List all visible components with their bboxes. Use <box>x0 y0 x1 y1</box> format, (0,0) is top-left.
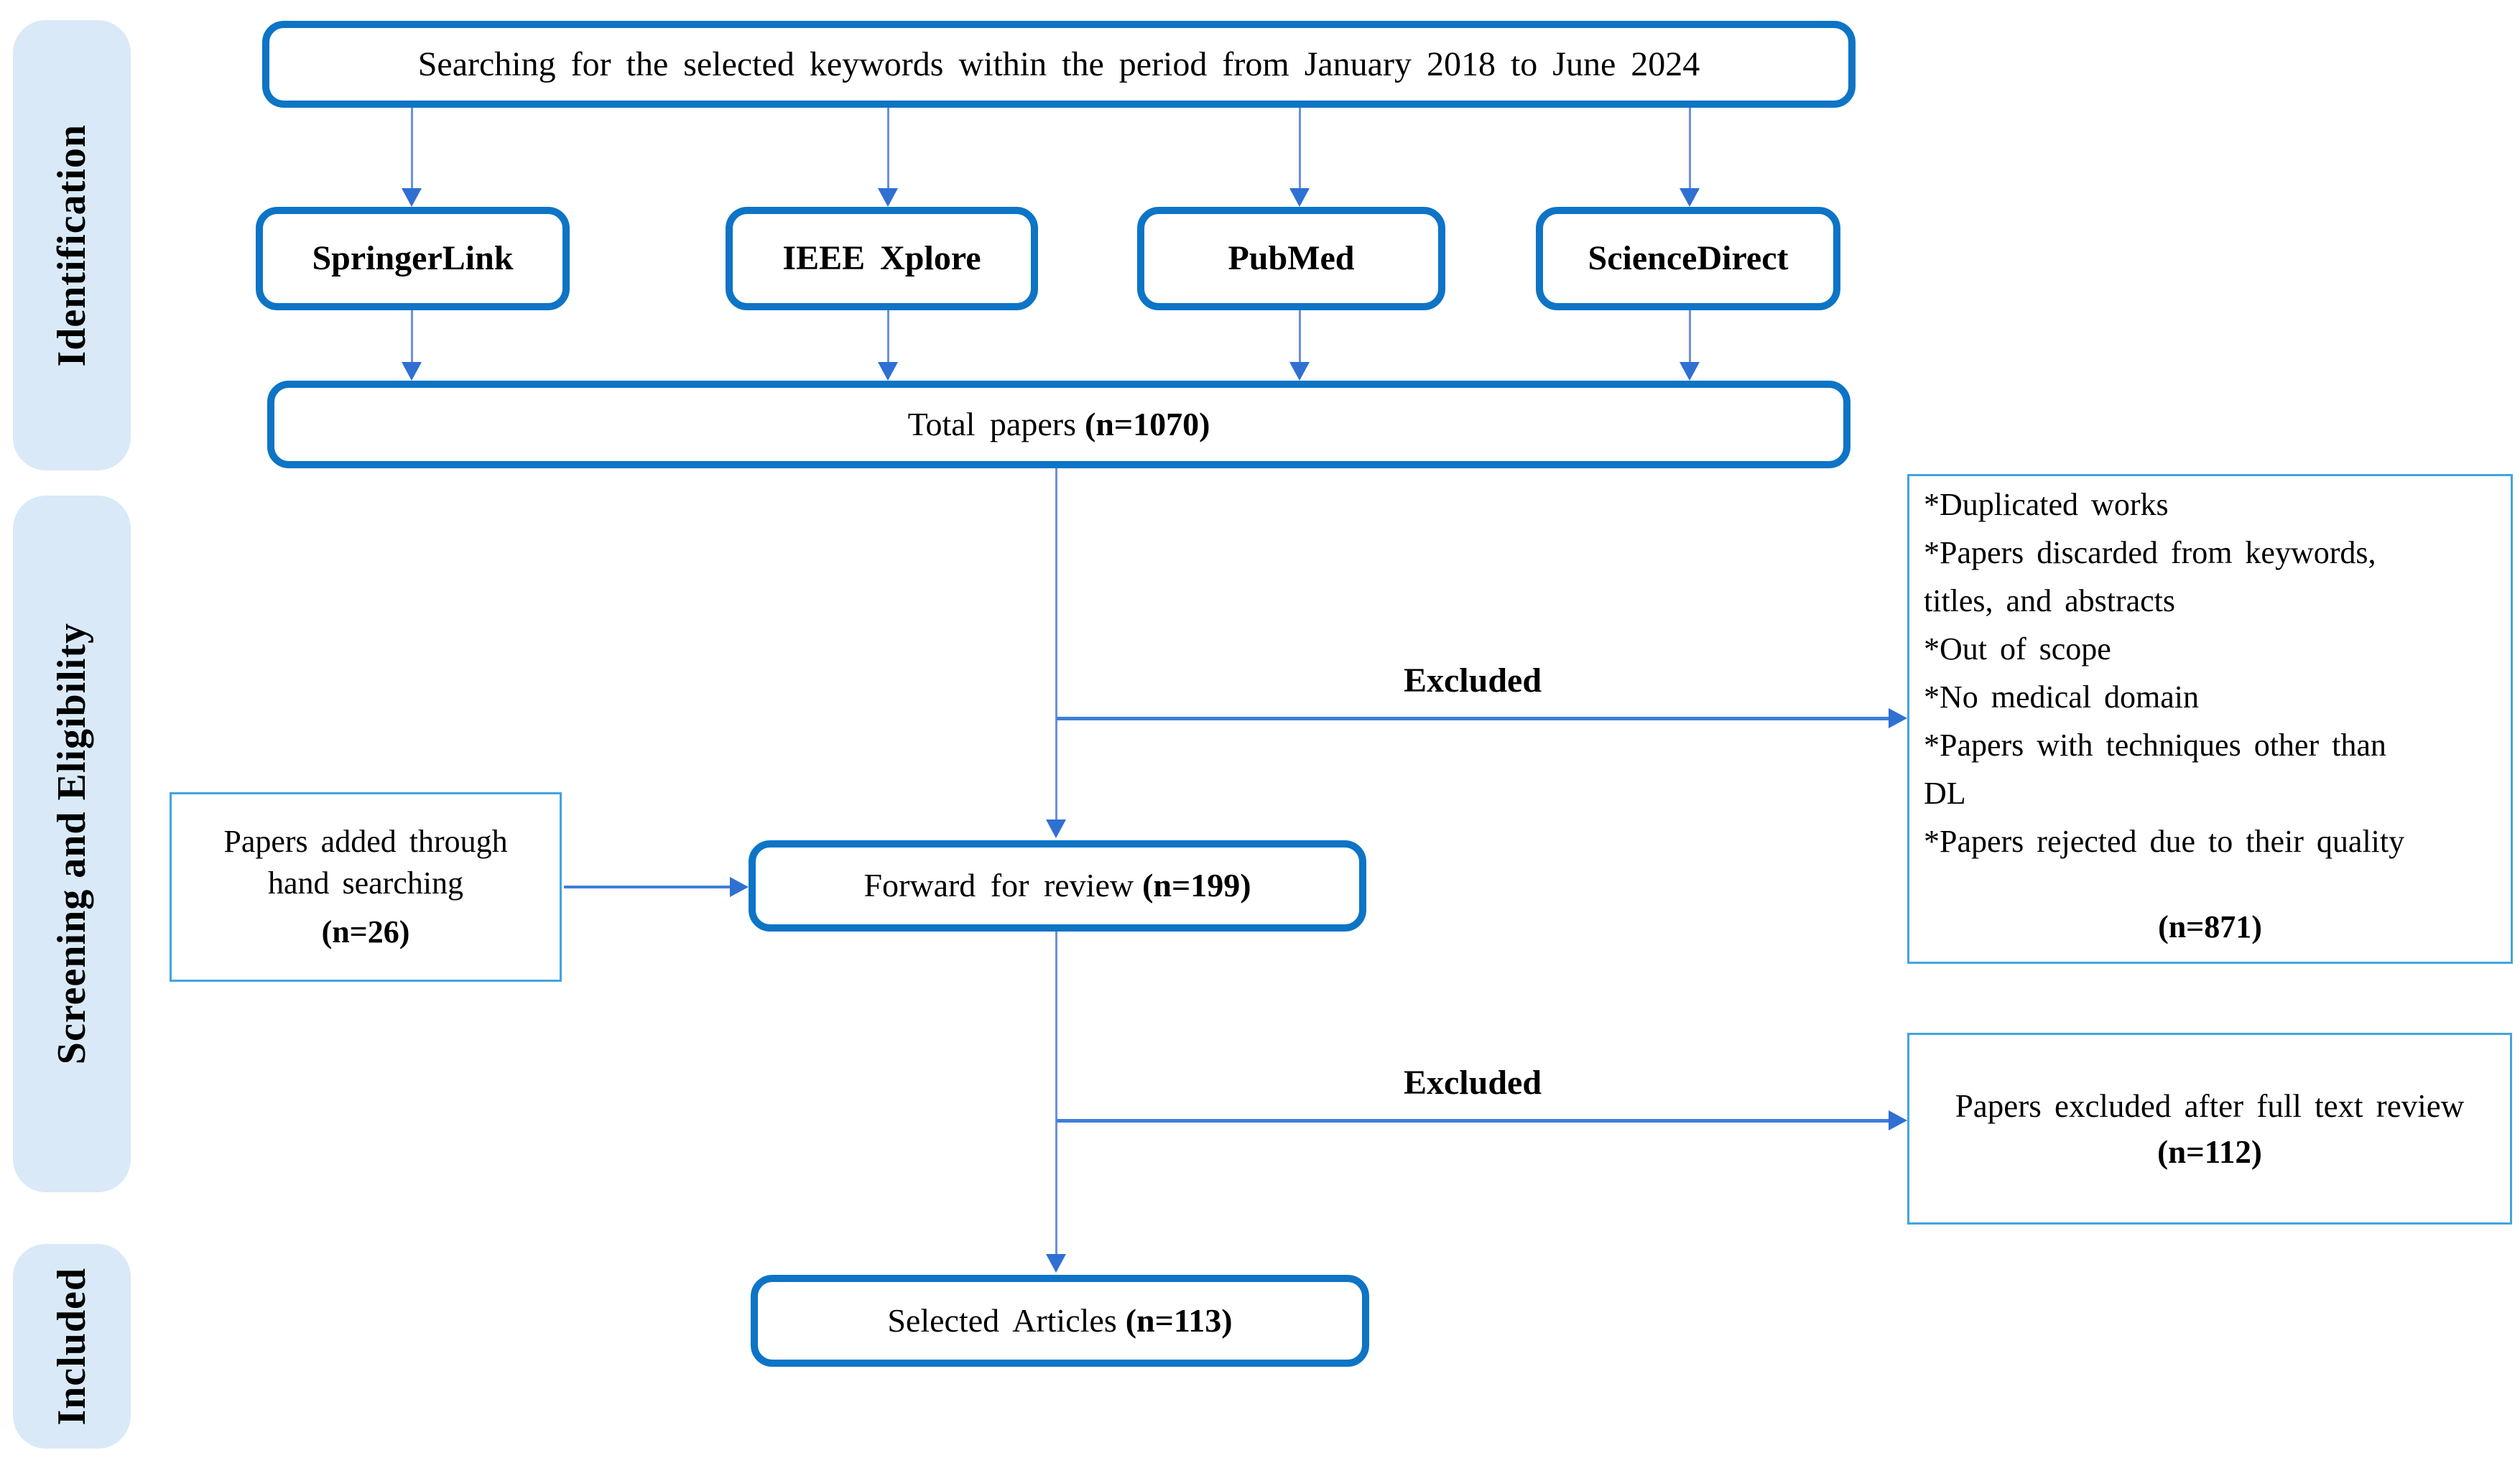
connector-total-forward-arrowhead-icon <box>1046 819 1066 838</box>
exclusion-reason-line: *No medical domain <box>1924 679 2200 715</box>
hand-searching-box: Papers added through hand searching (n=2… <box>170 792 562 982</box>
phase-identification-label: Identification <box>50 124 94 367</box>
connector-forward-selected-arrowhead-icon <box>1046 1254 1066 1273</box>
excluded-label-2: Excluded <box>1403 1064 1542 1102</box>
connector-search-sciencedirect-line <box>1689 108 1691 188</box>
connector-search-ieee-line <box>887 108 889 188</box>
connector-search-sciencedirect-arrowhead-icon <box>1680 188 1700 207</box>
hand-searching-line2: hand searching <box>267 865 464 901</box>
total-papers-count: (n=1070) <box>1084 405 1210 442</box>
hand-searching-count: (n=26) <box>321 914 410 949</box>
hand-searching-line1: Papers added through <box>223 824 508 859</box>
database-pubmed-label: PubMed <box>1228 239 1355 278</box>
connector-springerlink-total-line <box>411 310 413 362</box>
forward-review-count: (n=199) <box>1142 867 1251 904</box>
exclusion-reasons-count: (n=871) <box>2158 909 2262 944</box>
connector-hand-forward-line <box>564 886 730 888</box>
connector-search-ieee-arrowhead-icon <box>878 188 898 207</box>
fulltext-excluded-label: Papers excluded after full text review <box>1955 1087 2465 1124</box>
phase-screening-eligibility: Screening and Eligibility <box>13 496 131 1192</box>
database-sciencedirect-label: ScienceDirect <box>1588 239 1789 278</box>
connector-forward-selected-line <box>1055 932 1057 1254</box>
database-box-pubmed: PubMed <box>1137 207 1445 310</box>
total-papers-label: Total papers <box>907 405 1076 442</box>
fulltext-excluded-count: (n=112) <box>2157 1133 2262 1170</box>
excluded-label-1: Excluded <box>1403 661 1542 700</box>
exclusion-reason-line: titles, and abstracts <box>1924 583 2176 618</box>
total-papers-box: Total papers (n=1070) <box>267 381 1850 468</box>
phase-identification: Identification <box>13 20 131 470</box>
connector-excluded2-arrowhead-icon <box>1889 1110 1907 1130</box>
forward-review-label: Forward for review <box>863 867 1134 904</box>
phase-included-label: Included <box>50 1267 94 1426</box>
exclusion-reason-line: *Papers rejected due to their quality <box>1924 824 2405 859</box>
connector-search-springerlink-arrowhead-icon <box>402 188 422 207</box>
connector-ieee-total-line <box>887 310 889 362</box>
database-box-ieee-xplore: IEEE Xplore <box>726 207 1038 310</box>
connector-excluded1-arrowhead-icon <box>1889 708 1907 728</box>
exclusion-reason-line: *Out of scope <box>1924 631 2111 667</box>
connector-excluded1-line <box>1057 717 1889 720</box>
connector-search-springerlink-line <box>411 108 413 188</box>
connector-ieee-total-arrowhead-icon <box>878 362 898 381</box>
selected-articles-count: (n=113) <box>1125 1301 1233 1339</box>
database-ieee-xplore-label: IEEE Xplore <box>782 239 981 278</box>
connector-excluded2-line <box>1057 1119 1889 1123</box>
connector-search-pubmed-arrowhead-icon <box>1289 188 1310 207</box>
exclusion-reason-line: *Duplicated works <box>1924 487 2169 522</box>
exclusion-reason-line: DL <box>1924 776 1966 811</box>
database-box-springerlink: SpringerLink <box>256 207 570 310</box>
connector-sciencedirect-total-line <box>1689 310 1691 362</box>
database-box-sciencedirect: ScienceDirect <box>1536 207 1840 310</box>
exclusion-reason-line: *Papers with techniques other than <box>1924 728 2386 763</box>
selected-articles-label: Selected Articles <box>887 1301 1117 1339</box>
exclusion-reasons-box: *Duplicated works *Papers discarded from… <box>1907 474 2513 964</box>
search-keywords-text: Searching for the selected keywords with… <box>417 45 1700 83</box>
database-springerlink-label: SpringerLink <box>312 239 514 278</box>
phase-screening-eligibility-label: Screening and Eligibility <box>50 623 94 1065</box>
fulltext-excluded-box: Papers excluded after full text review (… <box>1907 1033 2512 1225</box>
phase-included: Included <box>13 1244 131 1449</box>
connector-springerlink-total-arrowhead-icon <box>402 362 422 381</box>
connector-pubmed-total-arrowhead-icon <box>1289 362 1310 381</box>
connector-sciencedirect-total-arrowhead-icon <box>1680 362 1700 381</box>
connector-total-forward-line <box>1055 468 1057 819</box>
search-keywords-box: Searching for the selected keywords with… <box>262 21 1856 108</box>
connector-pubmed-total-line <box>1299 310 1301 362</box>
forward-review-box: Forward for review (n=199) <box>749 840 1366 932</box>
exclusion-reason-line: *Papers discarded from keywords, <box>1924 535 2376 570</box>
connector-hand-forward-arrowhead-icon <box>730 877 749 897</box>
connector-search-pubmed-line <box>1299 108 1301 188</box>
selected-articles-box: Selected Articles (n=113) <box>751 1275 1369 1367</box>
